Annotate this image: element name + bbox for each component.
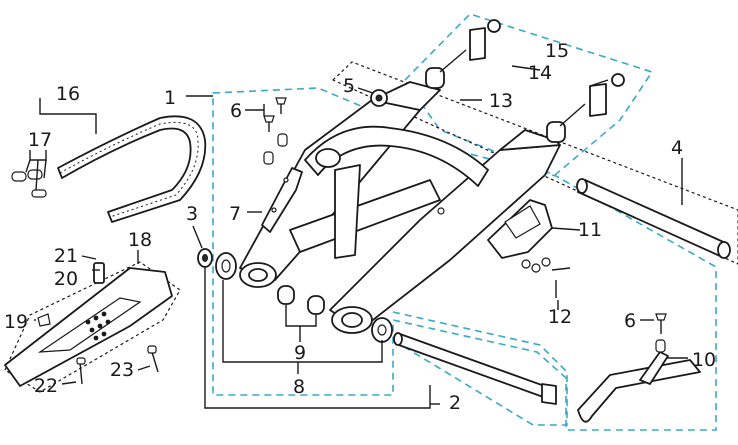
callout-19: 19 xyxy=(4,311,28,333)
callout-15: 15 xyxy=(545,40,569,62)
part-14-plates xyxy=(469,27,607,117)
callout-11: 11 xyxy=(578,219,602,241)
part-19-clip xyxy=(37,313,51,327)
part-4-axle xyxy=(576,178,731,259)
callout-18: 18 xyxy=(128,229,152,251)
callout-2: 2 xyxy=(449,392,461,414)
part-6-bolts-left xyxy=(263,97,288,165)
part-21-screw xyxy=(81,255,97,260)
part-13-adjusters xyxy=(425,49,586,143)
part-10-chain-guide xyxy=(577,339,701,423)
callout-6-left: 6 xyxy=(230,100,242,122)
part-3-bushing xyxy=(197,248,213,268)
group-outline-axle-2 xyxy=(392,311,568,426)
callout-1: 1 xyxy=(164,87,176,109)
part-16-chain xyxy=(57,115,207,223)
callout-17: 17 xyxy=(28,129,52,151)
part-22-bolt xyxy=(76,357,86,385)
callout-4: 4 xyxy=(671,137,683,159)
part-18-chain-guard xyxy=(4,267,173,387)
callout-21: 21 xyxy=(54,245,78,267)
group-outline-chainguard-18 xyxy=(4,261,181,393)
callout-9: 9 xyxy=(294,342,306,364)
callout-6-right: 6 xyxy=(624,310,636,332)
leader-lines xyxy=(25,65,688,409)
callout-10: 10 xyxy=(692,349,716,371)
callout-14: 14 xyxy=(528,62,552,84)
callout-12: 12 xyxy=(548,306,572,328)
part-15-nuts xyxy=(487,19,625,87)
part-5-nut xyxy=(370,89,388,107)
swingarm-frame xyxy=(239,81,561,334)
part-17-master-link xyxy=(11,169,47,198)
part-23-bolt xyxy=(147,345,159,373)
callout-7: 7 xyxy=(229,203,241,225)
callout-23: 23 xyxy=(110,359,134,381)
callout-3: 3 xyxy=(186,203,198,225)
part-8-bearings xyxy=(215,252,393,343)
part-20-plate xyxy=(93,262,105,284)
part-9-collars xyxy=(277,285,325,315)
part-2-pivot-shaft xyxy=(393,332,557,405)
group-outline-adjuster-13 xyxy=(403,13,654,176)
part-6-bolt-right xyxy=(655,313,667,334)
part-7-chain-slider xyxy=(261,167,303,233)
callout-22: 22 xyxy=(34,375,58,397)
callout-13: 13 xyxy=(489,90,513,112)
callout-16: 16 xyxy=(56,83,80,105)
callout-20: 20 xyxy=(54,268,78,290)
part-12-bolts xyxy=(521,257,571,298)
callout-8: 8 xyxy=(293,376,305,398)
callout-5: 5 xyxy=(343,75,355,97)
